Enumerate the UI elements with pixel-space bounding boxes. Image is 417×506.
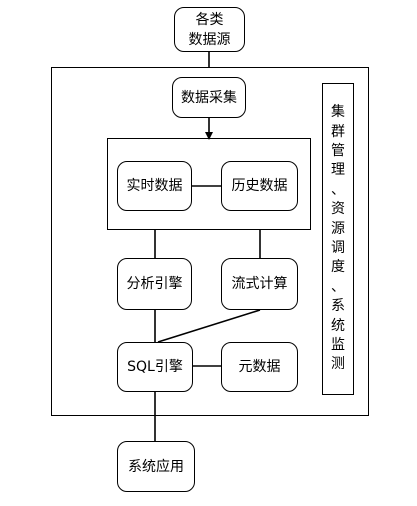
node-realtime-data: 实时数据 xyxy=(117,161,192,211)
data-layer-frame xyxy=(107,138,311,230)
platform-frame xyxy=(51,67,369,416)
node-data-collection: 数据采集 xyxy=(172,77,246,118)
node-sql-engine: SQL引擎 xyxy=(117,342,193,392)
node-metadata: 元数据 xyxy=(221,342,298,392)
node-stream-computing: 流式计算 xyxy=(221,258,298,310)
line-stream-to-sql xyxy=(157,309,261,343)
node-historical-data: 历史数据 xyxy=(221,161,298,211)
node-data-sources: 各类 数据源 xyxy=(174,7,245,52)
node-system-application: 系统应用 xyxy=(117,441,195,492)
node-analysis-engine: 分析引擎 xyxy=(117,258,192,310)
side-panel-cluster-management: 集群管理、资源调度、系统监测 xyxy=(322,83,354,395)
